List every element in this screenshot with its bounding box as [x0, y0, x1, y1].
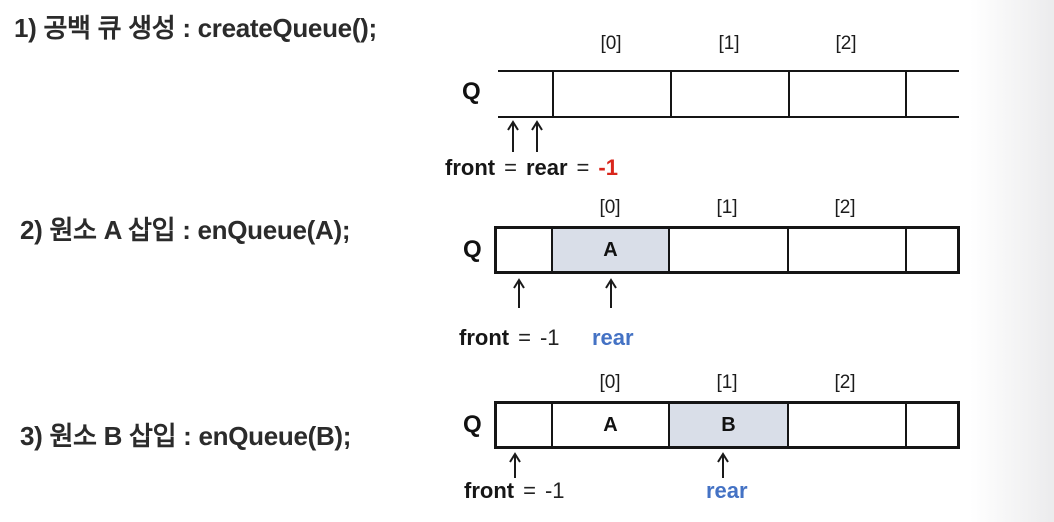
front-label: front	[464, 478, 515, 503]
queue-cell-0	[554, 72, 672, 116]
front-label: front	[459, 325, 510, 350]
queue-cell-post	[907, 404, 957, 446]
front-pointer-arrow-icon	[509, 452, 521, 478]
pointer-value: -1	[544, 478, 565, 503]
rear-annotation-3: rear	[706, 478, 748, 504]
equals-sign: =	[504, 155, 517, 180]
pointer-value: -1	[598, 155, 618, 180]
equals-sign: =	[523, 478, 536, 503]
queue-cell-0: A	[553, 404, 670, 446]
queue-name-label: Q	[463, 411, 482, 438]
queue-name-label: Q	[463, 236, 482, 263]
pointer-value: -1	[539, 325, 560, 350]
queue-cell-2	[790, 72, 907, 116]
rear-label: rear	[706, 478, 748, 503]
section-2-label: 2) 원소 A 삽입 : enQueue(A);	[20, 215, 351, 245]
rear-pointer-arrow-icon	[717, 452, 729, 478]
rear-label: rear	[525, 155, 568, 180]
pointer-annotation-1: front = rear = -1	[445, 155, 618, 181]
queue-cell-pre	[497, 404, 553, 446]
section-1-label: 1) 공백 큐 생성 : createQueue();	[14, 13, 377, 43]
index-label-1: [1]	[716, 197, 738, 218]
queue-cell-2	[789, 404, 907, 446]
queue-cell-pre	[498, 72, 554, 116]
queue-cell-0: A	[553, 229, 670, 271]
slide-edge-gradient	[970, 0, 1054, 522]
queue-name-label: Q	[462, 78, 481, 105]
rear-annotation-2: rear	[592, 325, 634, 351]
rear-pointer-arrow-icon	[605, 278, 617, 308]
front-pointer-arrow-icon	[513, 278, 525, 308]
queue-cell-pre	[497, 229, 553, 271]
queue-diagram-1	[498, 70, 959, 118]
queue-cell-post	[907, 72, 959, 116]
queue-cell-2	[789, 229, 907, 271]
queue-cell-1	[670, 229, 789, 271]
rear-pointer-arrow-icon	[531, 120, 543, 152]
index-label-0: [0]	[600, 33, 622, 54]
front-pointer-arrow-icon	[507, 120, 519, 152]
equals-sign: =	[576, 155, 590, 180]
equals-sign: =	[518, 325, 531, 350]
index-label-2: [2]	[834, 197, 856, 218]
queue-cell-1: B	[670, 404, 789, 446]
rear-label: rear	[592, 325, 634, 350]
queue-cell-post	[907, 229, 957, 271]
index-label-2: [2]	[835, 33, 857, 54]
index-label-1: [1]	[718, 33, 740, 54]
index-label-0: [0]	[599, 197, 621, 218]
queue-diagram-3: A B	[494, 401, 960, 449]
queue-cell-1	[672, 72, 790, 116]
index-label-2: [2]	[834, 372, 856, 393]
section-3-label: 3) 원소 B 삽입 : enQueue(B);	[20, 421, 352, 451]
front-label: front	[445, 155, 496, 180]
queue-diagram-2: A	[494, 226, 960, 274]
index-label-0: [0]	[599, 372, 621, 393]
pointer-annotation-2: front = -1	[459, 325, 560, 351]
pointer-annotation-3: front = -1	[464, 478, 565, 504]
index-label-1: [1]	[716, 372, 738, 393]
